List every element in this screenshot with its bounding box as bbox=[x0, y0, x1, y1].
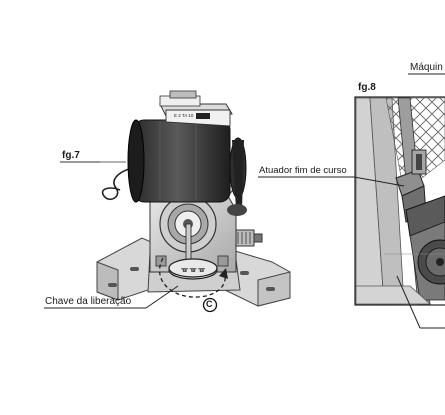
svg-text:ᚗ ᚗ ᚗ: ᚗ ᚗ ᚗ bbox=[180, 264, 205, 273]
nameplate-badge bbox=[196, 113, 210, 119]
callout-c-circle bbox=[202, 297, 218, 313]
mount-slot bbox=[108, 283, 117, 287]
mount-slot bbox=[266, 287, 275, 291]
bottom-callout-line bbox=[396, 275, 421, 329]
base-plate bbox=[96, 237, 291, 307]
callout-c-symbol: C bbox=[206, 299, 213, 309]
nameplate-text: E 2 TA 10 bbox=[174, 113, 194, 118]
drive-pinion bbox=[235, 229, 263, 247]
figure-8-label: fg.8 bbox=[358, 82, 376, 93]
figure-8-drawing bbox=[258, 73, 445, 329]
power-cable bbox=[101, 167, 133, 201]
release-key-label: Chave da liberação bbox=[45, 296, 132, 307]
figure-7-drawing: ᚗ ᚗ ᚗ bbox=[44, 90, 291, 313]
mount-slot bbox=[130, 267, 139, 271]
figure-7-label: fg.7 bbox=[62, 150, 80, 161]
release-key: ᚗ ᚗ ᚗ bbox=[168, 258, 218, 280]
drive-gear bbox=[417, 239, 445, 285]
mount-slot bbox=[240, 271, 249, 275]
release-mechanism bbox=[159, 195, 217, 265]
limit-actuator-label: Atuador fim de curso bbox=[259, 165, 347, 176]
rotation-arrow bbox=[158, 257, 226, 298]
motor-top-bracket bbox=[159, 90, 233, 127]
figure-8-header: Máquin bbox=[410, 62, 443, 73]
belt-drive bbox=[227, 137, 247, 216]
fig8-frame bbox=[354, 96, 445, 306]
motor-body bbox=[127, 119, 231, 203]
